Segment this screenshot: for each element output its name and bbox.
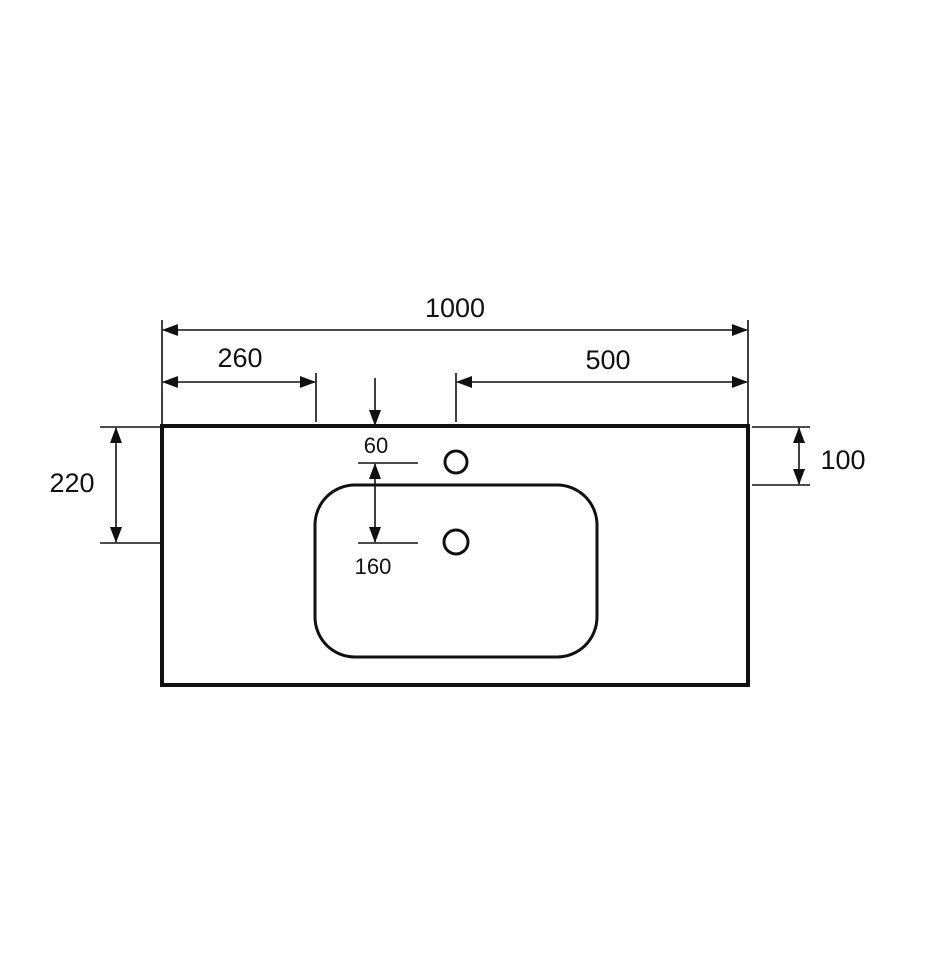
label-1000: 1000: [425, 293, 485, 323]
label-160: 160: [355, 554, 392, 579]
basin-outline: [313, 483, 599, 659]
label-100: 100: [820, 445, 865, 475]
label-260: 260: [217, 343, 262, 373]
tap-hole: [443, 449, 469, 475]
label-60: 60: [364, 433, 388, 458]
overflow-hole: [442, 528, 470, 556]
label-500: 500: [585, 345, 630, 375]
countertop-outline: [160, 424, 750, 687]
label-220: 220: [49, 468, 94, 498]
